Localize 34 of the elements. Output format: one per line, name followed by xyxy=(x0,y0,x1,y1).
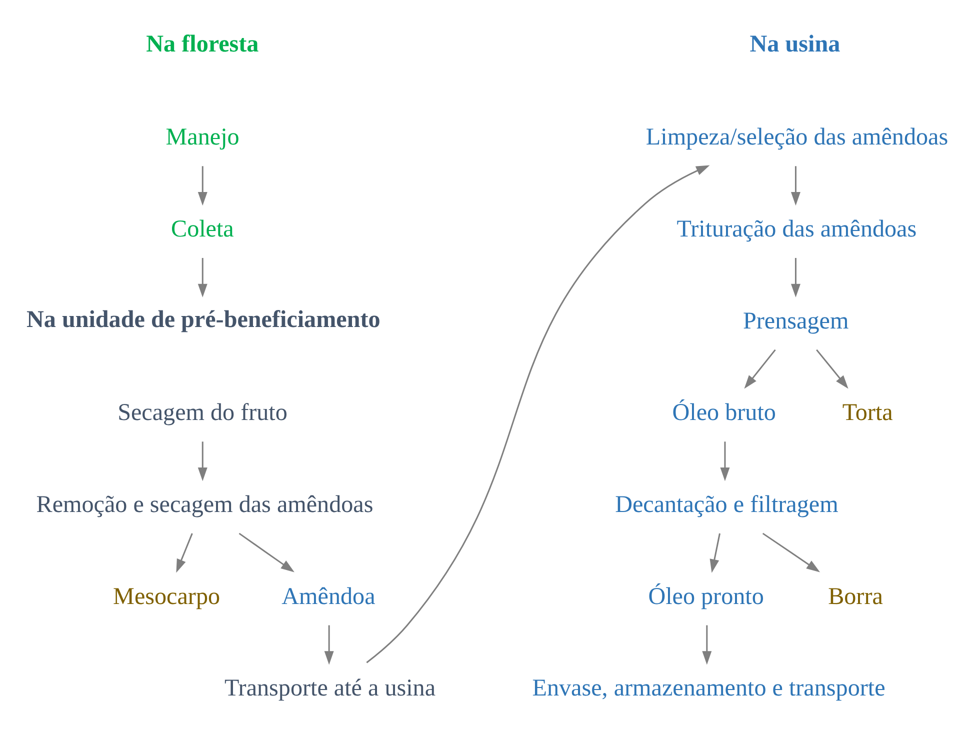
arrow xyxy=(790,258,800,298)
node-text: Borra xyxy=(828,584,883,610)
arrow xyxy=(790,166,800,206)
node-text: Limpeza/seleção das amêndoas xyxy=(646,124,948,151)
node-text: Coleta xyxy=(171,216,234,242)
node-text: Remoção e secagem das amêndoas xyxy=(36,492,374,518)
arrow xyxy=(176,533,193,573)
node-text: Óleo pronto xyxy=(648,584,764,610)
node-text: Torta xyxy=(842,400,893,426)
node-text: Na usina xyxy=(750,31,840,58)
node-text: Mesocarpo xyxy=(113,584,220,610)
node-text: Decantação e filtragem xyxy=(615,492,838,518)
node-text: Transporte até a usina xyxy=(224,676,436,702)
arrow xyxy=(198,166,208,206)
node-text: Amêndoa xyxy=(282,584,376,610)
node-text: Trituração das amêndoas xyxy=(676,216,917,242)
node-text: Envase, armazenamento e transporte xyxy=(532,676,886,702)
node-text: Secagem do fruto xyxy=(118,400,288,426)
arrow xyxy=(744,349,776,389)
arrow xyxy=(198,258,208,298)
arrow xyxy=(720,442,730,482)
node-text: Prensagem xyxy=(743,308,849,334)
node-text: Na floresta xyxy=(146,31,259,58)
node-text: Na unidade de pré-beneficiamento xyxy=(26,306,380,333)
arrow xyxy=(324,625,334,665)
arrow xyxy=(198,442,208,482)
node-text: Manejo xyxy=(166,124,240,151)
arrow xyxy=(762,532,820,572)
arrow xyxy=(710,533,720,573)
node-text: Óleo bruto xyxy=(672,400,776,426)
arrow xyxy=(816,349,848,389)
arrow xyxy=(702,625,712,665)
arrow xyxy=(366,165,710,664)
arrow xyxy=(238,532,294,572)
